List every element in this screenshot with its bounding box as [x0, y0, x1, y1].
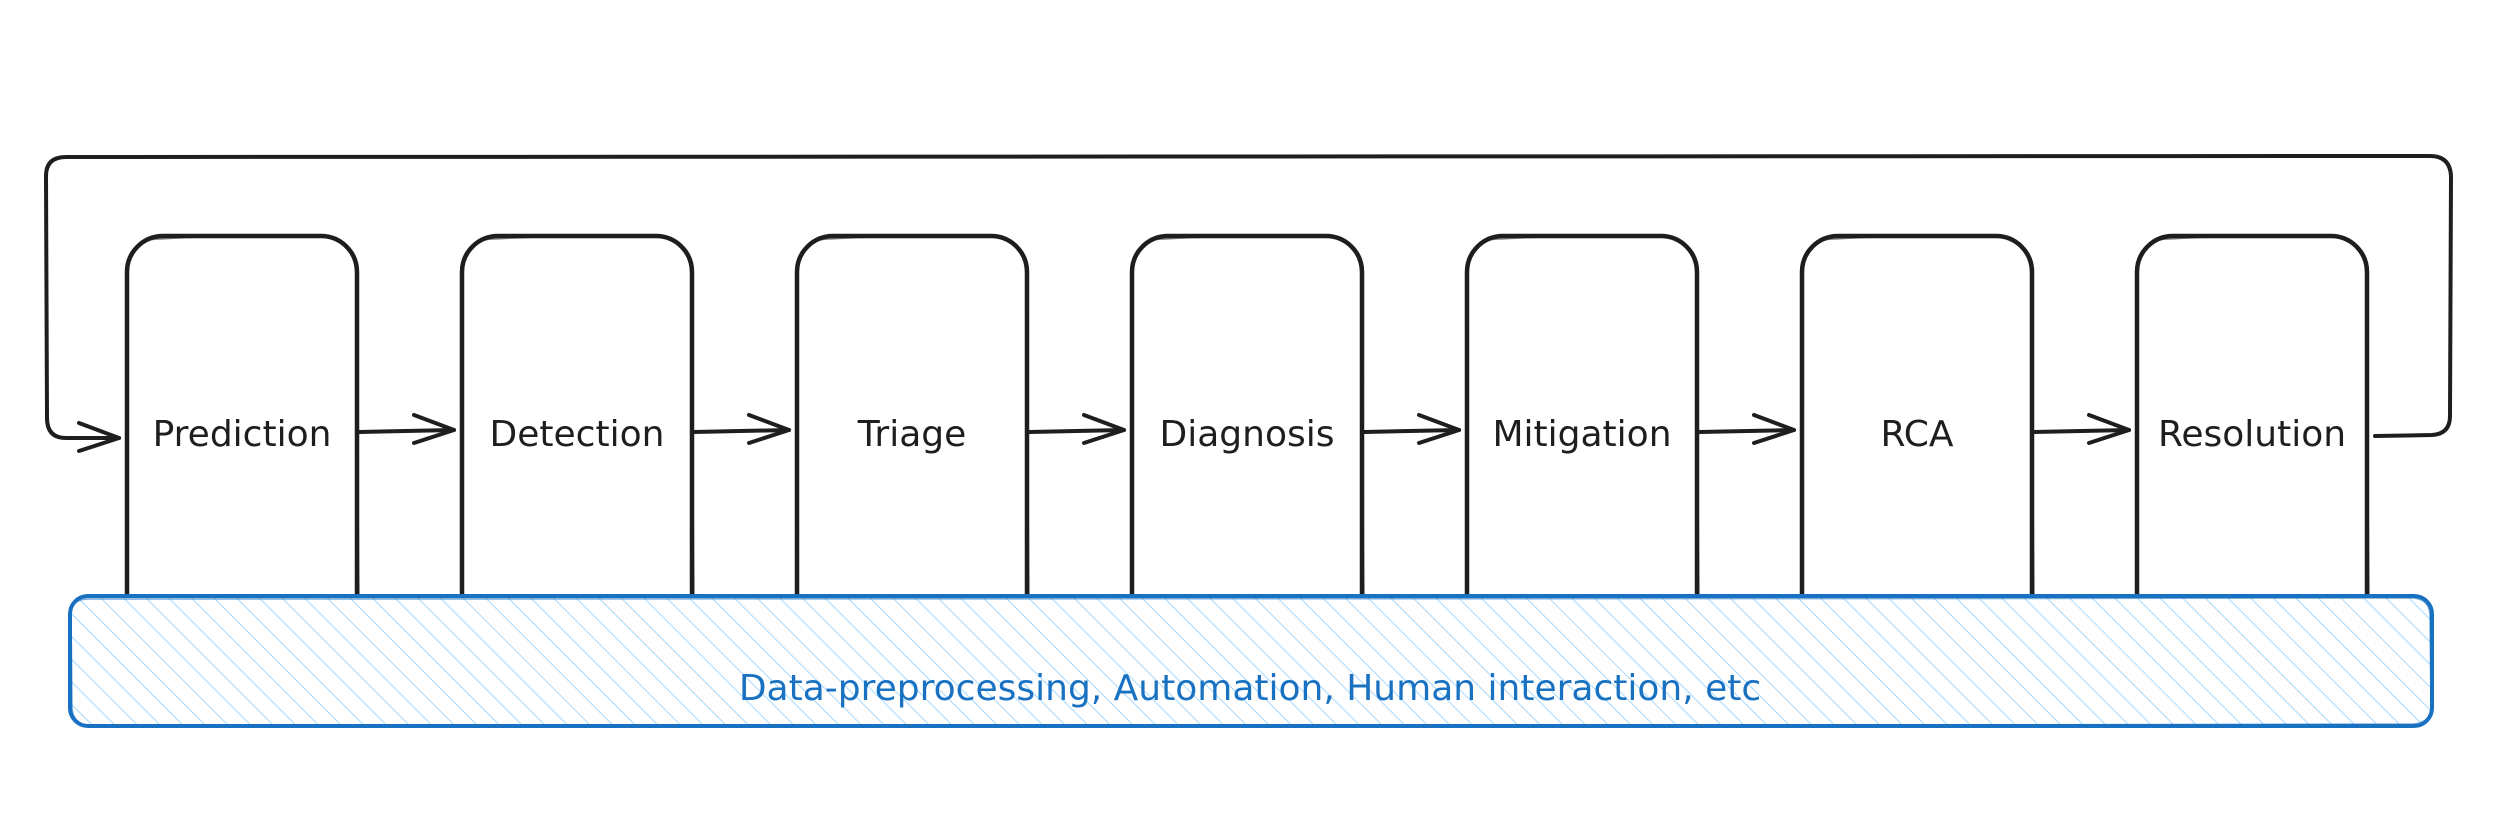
- stage-label-resolution: Resolution: [2158, 414, 2346, 455]
- support-band-box: [68, 594, 2434, 728]
- stage-label-mitigation: Mitigation: [1492, 414, 1671, 455]
- arrow-loop-resolution-to-prediction: [44, 154, 2453, 453]
- stage-labels: Prediction Detection Triage Diagnosis Mitiga…: [153, 414, 2346, 455]
- support-band-sketch-edge: [70, 597, 2432, 726]
- arrow-prediction-to-detection: [357, 413, 456, 445]
- stage-label-detection: Detection: [490, 414, 665, 455]
- stage-label-rca: RCA: [1881, 414, 1954, 455]
- stage-label-triage: Triage: [857, 414, 967, 455]
- flow-arrows: [357, 413, 2131, 445]
- arrow-diagnosis-to-mitigation: [1362, 413, 1461, 445]
- stage-label-diagnosis: Diagnosis: [1160, 414, 1335, 455]
- arrow-mitigation-to-rca: [1697, 413, 1796, 445]
- support-band: Data-preprocessing, Automation, Human in…: [68, 594, 2434, 728]
- arrow-rca-to-resolution: [2032, 413, 2131, 445]
- stage-boxes: [124, 233, 2370, 645]
- arrow-detection-to-triage: [692, 413, 791, 445]
- feedback-loop: [44, 154, 2453, 453]
- arrow-triage-to-diagnosis: [1027, 413, 1126, 445]
- stage-label-prediction: Prediction: [153, 414, 332, 455]
- support-band-label: Data-preprocessing, Automation, Human in…: [739, 668, 1761, 709]
